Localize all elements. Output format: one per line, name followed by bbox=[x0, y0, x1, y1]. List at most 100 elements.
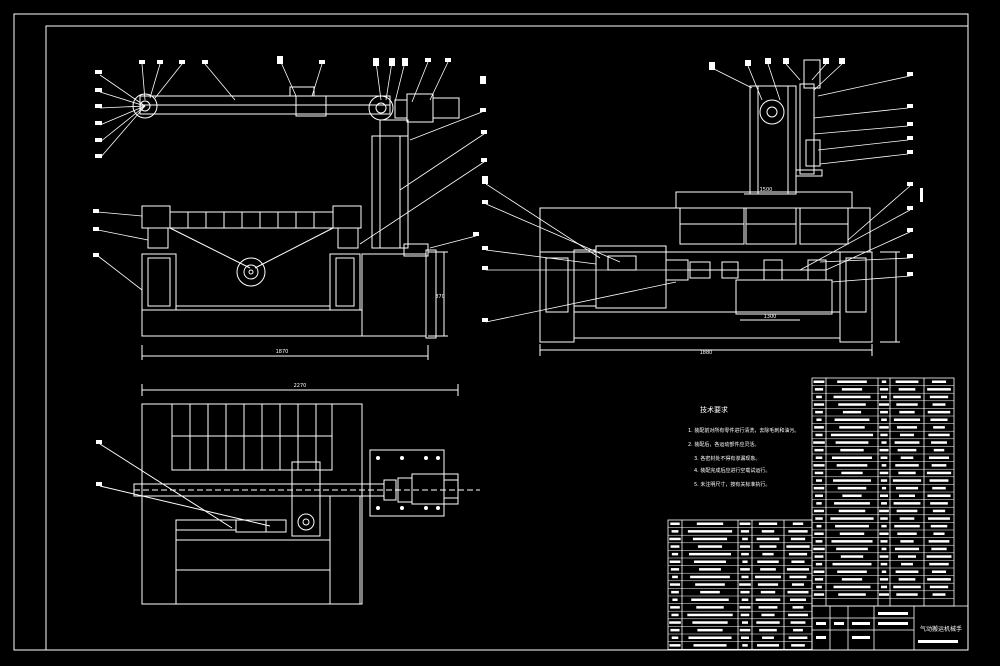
table-cell-text bbox=[741, 552, 749, 556]
front-view-height-dim: 870 bbox=[435, 294, 445, 300]
table-cell-text bbox=[880, 433, 888, 437]
table-cell-text bbox=[931, 441, 947, 444]
table-cell-text bbox=[669, 560, 681, 563]
table-cell-text bbox=[671, 530, 679, 533]
tech-req-item-2: 2. 装配后，各运动部件应灵活。 bbox=[688, 441, 759, 448]
table-cell-text bbox=[813, 547, 825, 551]
table-cell-text bbox=[689, 552, 731, 556]
table-cell-text bbox=[930, 524, 948, 528]
table-cell-text bbox=[756, 621, 780, 624]
table-cell-text bbox=[815, 410, 823, 414]
tech-req-item-1: 1. 装配前对所有零件进行清洗，去除毛刺和油污。 bbox=[688, 427, 799, 434]
table-cell-text bbox=[672, 575, 678, 579]
table-cell-text bbox=[790, 621, 806, 624]
table-cell-text bbox=[928, 517, 950, 520]
table-cell-text bbox=[695, 583, 725, 586]
table-cell-text bbox=[742, 560, 748, 563]
table-cell-text bbox=[900, 433, 914, 437]
table-cell-text bbox=[833, 395, 871, 399]
table-cell-text bbox=[758, 522, 778, 525]
table-cell-text bbox=[933, 532, 945, 535]
table-cell-text bbox=[834, 418, 870, 421]
table-cell-text bbox=[881, 464, 887, 467]
table-cell-text bbox=[880, 395, 888, 399]
side-view-dim-b: 1300 bbox=[764, 314, 777, 320]
table-cell-text bbox=[835, 524, 869, 528]
table-cell-text bbox=[813, 464, 825, 467]
table-cell-text bbox=[789, 575, 807, 579]
table-cell-text bbox=[894, 441, 920, 444]
table-cell-text bbox=[814, 471, 824, 475]
drawing-name: 气动搬运机械手 bbox=[920, 625, 962, 633]
table-cell-text bbox=[896, 509, 918, 513]
table-cell-text bbox=[895, 464, 919, 467]
table-cell-text bbox=[700, 590, 720, 594]
table-cell-text bbox=[690, 575, 730, 579]
table-cell-text bbox=[896, 426, 918, 429]
front-view-item-marks bbox=[93, 56, 487, 257]
table-cell-text bbox=[739, 583, 751, 586]
table-cell-text bbox=[793, 628, 803, 632]
side-view-item-marks bbox=[482, 58, 923, 322]
table-cell-text bbox=[832, 562, 872, 566]
table-cell-text bbox=[759, 545, 777, 548]
table-cell-text bbox=[932, 403, 946, 406]
table-cell-text bbox=[879, 593, 889, 596]
top-view bbox=[99, 384, 480, 605]
table-cell-text bbox=[830, 433, 874, 437]
table-cell-text bbox=[740, 568, 750, 571]
table-cell-text bbox=[928, 456, 950, 459]
table-cell-text bbox=[755, 575, 781, 579]
table-cell-text bbox=[895, 570, 919, 573]
table-cell-text bbox=[879, 403, 889, 406]
table-cell-text bbox=[815, 456, 823, 459]
tech-req-item-5: 5. 未注明尺寸，按有关标准执行。 bbox=[694, 481, 770, 488]
table-cell-text bbox=[929, 562, 949, 566]
table-cell-text bbox=[896, 593, 918, 596]
table-cell-text bbox=[816, 524, 822, 528]
table-cell-text bbox=[839, 426, 865, 429]
table-cell-text bbox=[894, 524, 920, 528]
table-cell-text bbox=[880, 585, 888, 589]
table-cell-text bbox=[898, 388, 916, 391]
table-cell-text bbox=[899, 517, 915, 520]
table-cell-text bbox=[879, 578, 889, 581]
table-cell-text bbox=[815, 494, 823, 497]
table-cell-text bbox=[838, 509, 866, 513]
table-cell-text bbox=[881, 570, 887, 573]
table-cell-text bbox=[694, 560, 726, 563]
table-cell-text bbox=[670, 568, 680, 571]
table-cell-text bbox=[788, 552, 808, 556]
table-cell-text bbox=[879, 555, 889, 558]
sheet-border bbox=[13, 13, 969, 651]
table-cell-text bbox=[879, 532, 889, 535]
tech-req-item-3: 3. 各密封处不得有渗漏现象。 bbox=[694, 455, 760, 462]
table-cell-text bbox=[697, 545, 723, 548]
parts-list-upper-rows bbox=[812, 380, 954, 599]
table-cell-text bbox=[931, 547, 947, 551]
table-cell-text bbox=[893, 418, 921, 421]
table-cell-text bbox=[836, 547, 868, 551]
table-cell-text bbox=[758, 606, 778, 609]
table-cell-text bbox=[901, 562, 913, 566]
table-cell-text bbox=[899, 410, 915, 414]
table-cell-text bbox=[790, 537, 806, 541]
table-cell-text bbox=[742, 644, 748, 647]
table-cell-text bbox=[813, 486, 825, 490]
table-cell-text bbox=[838, 403, 866, 406]
table-cell-text bbox=[790, 598, 806, 601]
table-cell-text bbox=[814, 578, 824, 581]
table-cell-text bbox=[842, 410, 862, 414]
table-cell-text bbox=[880, 479, 888, 482]
table-cell-text bbox=[837, 570, 867, 573]
table-cell-text bbox=[879, 471, 889, 475]
table-cell-text bbox=[893, 585, 921, 589]
table-cell-text bbox=[741, 575, 749, 579]
table-cell-text bbox=[813, 441, 825, 444]
table-cell-text bbox=[687, 530, 733, 533]
side-view-width-dim: 1880 bbox=[700, 350, 713, 356]
table-cell-text bbox=[697, 628, 723, 632]
table-cell-text bbox=[814, 426, 824, 429]
table-cell-text bbox=[791, 560, 805, 563]
